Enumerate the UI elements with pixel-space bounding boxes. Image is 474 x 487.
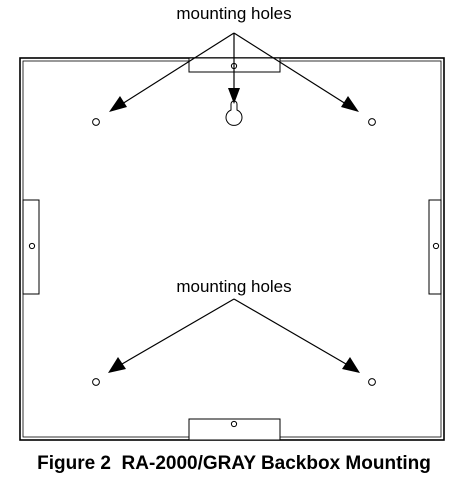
keyhole-slot-icon	[225, 100, 243, 126]
arrowhead-icon-top-right	[341, 96, 359, 112]
bottom-label: mounting holes	[176, 277, 291, 296]
arrowhead-icon-bottom-left	[108, 357, 126, 373]
right-mounting-tab	[428, 199, 442, 295]
right-tab-hole-icon	[432, 242, 440, 250]
bottom-leader-lines	[121, 298, 347, 365]
bottom-mounting-tab	[188, 418, 281, 441]
figure-caption: Figure 2 RA-2000/GRAY Backbox Mounting	[37, 453, 431, 474]
bottom-tab-hole-icon	[230, 420, 238, 428]
arrowhead-icon-bottom-right	[342, 357, 360, 373]
mounting-hole-bottom-left-icon	[92, 378, 100, 386]
mounting-hole-top-right-icon	[368, 118, 376, 126]
left-tab-hole-icon	[28, 242, 36, 250]
top-label: mounting holes	[176, 4, 291, 23]
top-leader-lines	[121, 32, 347, 105]
arrowhead-icon-top-center	[228, 88, 240, 104]
arrowhead-icon-top-left	[109, 96, 127, 112]
mounting-hole-top-left-icon	[92, 118, 100, 126]
mounting-hole-bottom-right-icon	[368, 378, 376, 386]
left-mounting-tab	[22, 199, 40, 295]
